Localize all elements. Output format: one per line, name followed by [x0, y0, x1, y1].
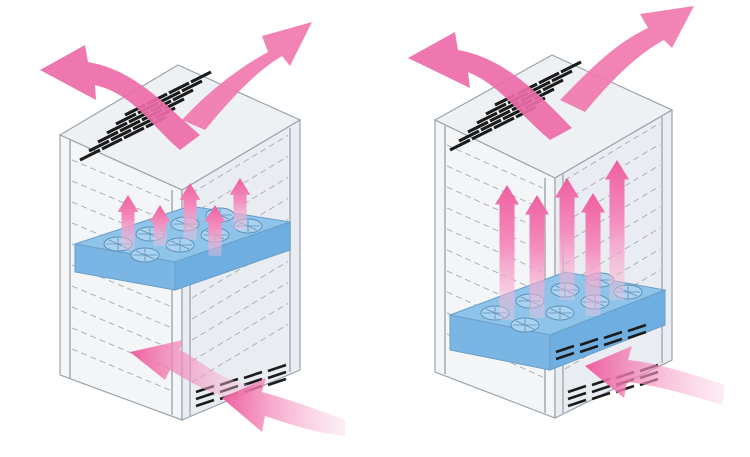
shelf-line: [191, 260, 289, 320]
vent-slot-icon: [110, 128, 132, 142]
shelf-line: [446, 186, 544, 231]
airflow-arrow-icon: [585, 346, 725, 405]
vent-slot-icon: [555, 351, 575, 361]
right-vertical-arrows: [495, 160, 629, 320]
right-rack: [408, 6, 725, 419]
vent-slot-icon: [476, 111, 498, 125]
shelf-line: [191, 302, 289, 362]
vent-slot-icon: [603, 337, 623, 347]
vent-slot-icon: [467, 120, 489, 134]
vent-slot-icon: [551, 69, 573, 83]
left-vertical-arrows: [117, 178, 251, 256]
shelf-line: [446, 228, 544, 273]
vent-slot-icon: [542, 78, 564, 92]
vent-slot-icon: [195, 398, 215, 408]
vent-slot-icon: [579, 337, 599, 347]
vent-slot-icon: [560, 60, 582, 74]
airflow-arrow-icon: [40, 45, 200, 150]
shelf-line: [71, 159, 171, 202]
vent-slot-icon: [480, 118, 502, 132]
vent-slot-icon: [267, 363, 287, 373]
vent-slot-icon: [132, 117, 154, 131]
right-tray-vents: [555, 323, 647, 361]
vent-slot-icon: [458, 129, 480, 143]
shelf-line: [191, 134, 289, 194]
vent-slot-icon: [567, 391, 587, 401]
shelf-line: [71, 201, 171, 244]
airflow-arrow-icon: [560, 6, 694, 112]
vent-slot-icon: [627, 330, 647, 340]
airflow-arrow-icon: [222, 378, 345, 436]
vent-slot-icon: [159, 90, 181, 104]
vent-slot-icon: [190, 70, 212, 84]
vent-slot-icon: [449, 138, 471, 152]
left-rack-right-face: [181, 118, 301, 421]
vent-slot-icon: [243, 377, 263, 387]
shelf-line: [191, 281, 289, 341]
shelf-line: [564, 122, 661, 181]
vent-slot-icon: [538, 71, 560, 85]
vent-slot-icon: [181, 79, 203, 93]
vent-slot-icon: [243, 370, 263, 380]
vent-slot-icon: [567, 384, 587, 394]
vent-slot-icon: [267, 377, 287, 387]
vent-slot-icon: [591, 384, 611, 394]
airflow-arrow-icon: [605, 160, 629, 300]
airflow-arrow-icon: [117, 195, 139, 250]
left-rack: [40, 22, 345, 436]
airflow-arrow-icon: [525, 195, 549, 318]
airflow-arrow-icon: [149, 205, 171, 246]
shelf-line: [191, 323, 289, 383]
vent-slot-icon: [79, 148, 101, 162]
vent-slot-icon: [471, 127, 493, 141]
airflow-arrow-icon: [229, 178, 251, 230]
fan-icon: [545, 305, 575, 321]
vent-slot-icon: [119, 119, 141, 133]
vent-slot-icon: [627, 323, 647, 333]
vent-slot-icon: [123, 126, 145, 140]
vent-slot-icon: [115, 112, 137, 126]
fan-icon: [510, 317, 540, 333]
airflow-arrow-icon: [581, 193, 605, 316]
shelf-line: [71, 180, 171, 223]
airflow-arrow-icon: [182, 22, 312, 130]
vent-slot-icon: [97, 130, 119, 144]
shelf-line: [446, 249, 544, 294]
vent-slot-icon: [88, 139, 110, 153]
shelf-line: [71, 327, 171, 370]
vent-slot-icon: [195, 391, 215, 401]
shelf-line: [71, 348, 171, 391]
airflow-arrow-icon: [555, 178, 579, 300]
fan-icon: [130, 247, 160, 263]
shelf-line: [446, 207, 544, 252]
vent-slot-icon: [267, 370, 287, 380]
shelf-line: [71, 264, 171, 307]
shelf-line: [446, 165, 544, 210]
vent-slot-icon: [579, 344, 599, 354]
shelf-line: [446, 270, 544, 315]
vent-slot-icon: [567, 398, 587, 408]
airflow-arrow-icon: [179, 183, 201, 240]
vent-slot-icon: [555, 344, 575, 354]
airflow-arrow-icon: [408, 32, 572, 140]
vent-slot-icon: [101, 137, 123, 151]
vent-slot-icon: [168, 81, 190, 95]
vent-slot-icon: [603, 330, 623, 340]
shelf-line: [71, 306, 171, 349]
vent-slot-icon: [172, 88, 194, 102]
vent-slot-icon: [591, 391, 611, 401]
shelf-line: [446, 144, 544, 189]
fan-icon: [165, 237, 195, 253]
vent-slot-icon: [493, 116, 515, 130]
airflow-arrow-icon: [130, 340, 252, 402]
vent-slot-icon: [489, 109, 511, 123]
airflow-arrow-icon: [495, 185, 519, 320]
shelf-line: [71, 285, 171, 328]
vent-slot-icon: [485, 102, 507, 116]
vent-slot-icon: [106, 121, 128, 135]
airflow-arrow-icon: [204, 205, 226, 256]
